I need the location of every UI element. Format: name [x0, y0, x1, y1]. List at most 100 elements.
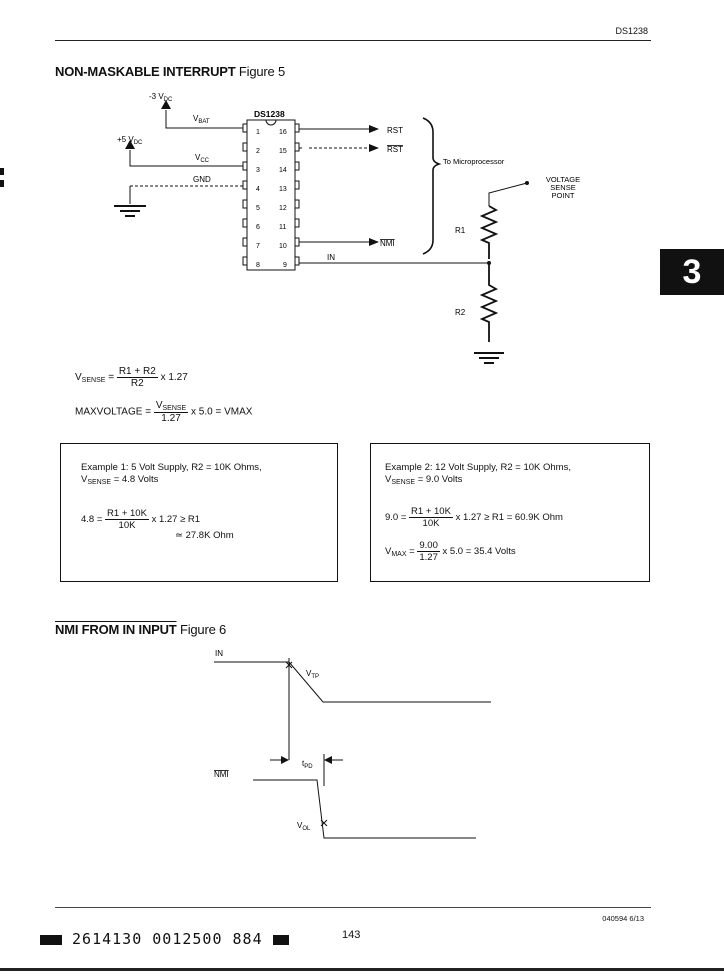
resistor-r1: [479, 205, 499, 259]
arrow-rst-bar: [369, 144, 379, 152]
example1-line2: VSENSE = 4.8 Volts: [81, 474, 158, 486]
ground-symbol: [114, 205, 146, 217]
ex1-calc-lhs: 4.8 =: [81, 514, 103, 526]
vcc-wire: [129, 150, 243, 167]
vbat-wire: [165, 110, 243, 129]
vtp-sub: TP: [311, 674, 319, 680]
pin-14: 14: [279, 167, 287, 174]
vsp-line3: POINT: [552, 191, 575, 200]
pin-2: 2: [256, 148, 260, 155]
ground-symbol-2: [474, 352, 504, 364]
sense-point-dot: [525, 181, 529, 185]
maxv-num-v: V: [155, 400, 163, 411]
bottom-rule: [0, 968, 724, 971]
pin-10: 10: [279, 243, 287, 250]
pin-16: 16: [279, 129, 287, 136]
pin-13: 13: [279, 186, 287, 193]
svg-text:-3 VDC: -3 VDC: [149, 92, 173, 103]
ex1-calc-den: 10K: [118, 520, 136, 531]
in-label: IN: [327, 253, 335, 262]
vcc-label: V: [195, 153, 201, 162]
pin-5: 5: [256, 205, 260, 212]
section-title-nmi: NON-MASKABLE INTERRUPT Figure 5: [55, 64, 285, 79]
vsense-sub: SENSE: [81, 377, 106, 385]
example1-box: Example 1: 5 Volt Supply, R2 = 10K Ohms,…: [60, 443, 338, 582]
chapter-tab: 3: [660, 249, 724, 295]
part-number: DS1238: [615, 26, 648, 36]
vbat-sub: BAT: [198, 119, 210, 125]
ex2-vmax-num: 9.00: [417, 540, 440, 552]
edge-mark: [0, 168, 4, 175]
ex2-calc-rhs: x 1.27 ≥ R1 = 60.9K Ohm: [455, 512, 563, 524]
ex2-vmax-sub: MAX: [391, 551, 407, 559]
vol-mark: [320, 819, 328, 827]
maxv-rhs: x 5.0 = VMAX: [191, 406, 253, 418]
maxv-fraction: VSENSE 1.27: [153, 400, 189, 424]
chip-name: DS1238: [254, 109, 285, 119]
tpd-arrow-left: [281, 756, 289, 764]
arrow-up-bat: [161, 100, 171, 109]
pin-1: 1: [256, 129, 260, 136]
tpd-sub: PD: [304, 764, 313, 770]
maxvoltage-formula: MAXVOLTAGE = VSENSE 1.27 x 5.0 = VMAX: [75, 400, 252, 424]
fig6-in-label: IN: [215, 649, 223, 658]
ex1-calc-rhs: x 1.27 ≥ R1: [151, 514, 201, 526]
ex2-calc-lhs: 9.0 =: [385, 512, 407, 524]
section2-title-text: NMI FROM IN INPUT: [55, 622, 177, 637]
junction-dot: [487, 261, 491, 265]
vsp-line2: SENSE: [550, 183, 575, 192]
ex2-vmax-den: 1.27: [419, 552, 438, 563]
maxv-lhs: MAXVOLTAGE =: [75, 406, 152, 418]
ex1-sub: SENSE: [87, 479, 112, 486]
r1-label: R1: [455, 226, 466, 235]
example2-line2: VSENSE = 9.0 Volts: [385, 474, 462, 486]
doc-code: 040594 6/13: [602, 914, 644, 923]
example2-calc: 9.0 = R1 + 10K 10K x 1.27 ≥ R1 = 60.9K O…: [385, 506, 563, 529]
vsense-lhs: V: [75, 372, 82, 384]
vsense-mult: x 1.27: [160, 372, 188, 384]
equals: =: [108, 372, 117, 384]
example2-line1: Example 2: 12 Volt Supply, R2 = 10K Ohms…: [385, 462, 571, 473]
footer-rule: [55, 907, 651, 908]
barcode: 2614130 0012500 884: [40, 930, 289, 948]
nmi-label: NMI: [380, 239, 395, 248]
maxv-num: VSENSE: [153, 400, 189, 413]
ex2-vmax-rhs: x 5.0 = 35.4 Volts: [442, 546, 516, 558]
figure5-schematic: -3 VDC +5 VDC VBAT VCC GND DS1238 1 2 3 …: [114, 92, 580, 364]
left-pins: [242, 123, 247, 266]
barcode-text: 2614130 0012500 884: [72, 930, 263, 948]
maxv-num-sub: SENSE: [162, 405, 187, 412]
ex2-calc-den: 10K: [422, 518, 440, 529]
vtp-label: V: [306, 669, 312, 678]
pin-9: 9: [283, 262, 287, 269]
ex2-vmax-v: V: [385, 546, 392, 558]
pin-12: 12: [279, 205, 287, 212]
resistor-r2: [479, 263, 499, 342]
ex2-v: V: [385, 474, 392, 485]
rst-bar-label: RST: [387, 145, 403, 154]
header-rule: [55, 40, 651, 41]
vol-label: V: [297, 821, 303, 830]
pin-6: 6: [256, 224, 260, 231]
fig6-nmi-label: NMI: [214, 770, 229, 779]
pin-11: 11: [279, 224, 286, 231]
example1-result: ≃ 27.8K Ohm: [175, 530, 234, 541]
ex1-val: = 4.8 Volts: [113, 474, 159, 485]
ic-notch: [265, 119, 277, 126]
vol-sub: OL: [302, 826, 311, 832]
vsense-den: R2: [130, 378, 144, 389]
to-micro-label: To Microprocessor: [443, 157, 505, 166]
pin-15: 15: [279, 148, 287, 155]
vbat-label: V: [193, 114, 199, 123]
tpd-arrow-right: [324, 756, 332, 764]
svg-text:VTP: VTP: [306, 669, 319, 680]
page-number: 143: [342, 929, 361, 941]
ex2-val: = 9.0 Volts: [417, 474, 463, 485]
vtp-mark: [285, 661, 293, 669]
ex1-v: V: [81, 474, 88, 485]
example1-line1: Example 1: 5 Volt Supply, R2 = 10K Ohms,: [81, 462, 262, 473]
ex2-vmax-fraction: 9.00 1.27: [417, 540, 440, 563]
gnd-label: GND: [193, 175, 211, 184]
section-title-nmi-in: NMI FROM IN INPUT Figure 6: [55, 622, 226, 637]
figure6-timing: IN VTP tPD NMI VOL: [214, 649, 491, 839]
